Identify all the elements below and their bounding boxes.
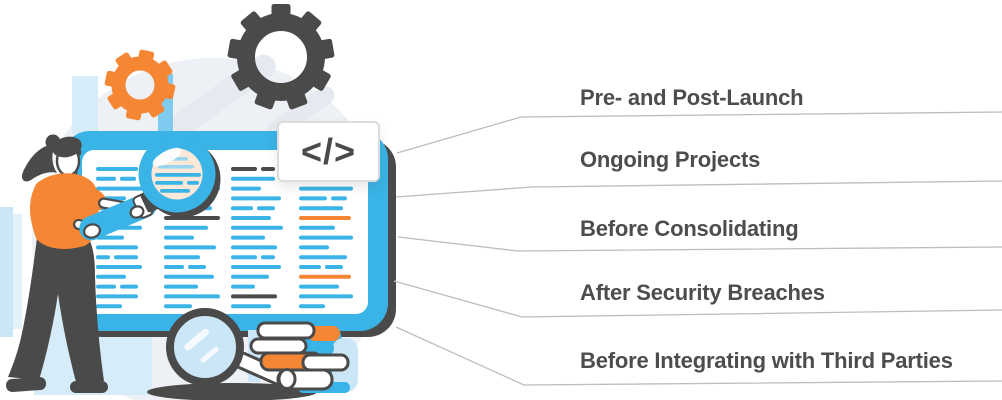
- connector-line: [396, 111, 1002, 154]
- label-ongoing-projects: Ongoing Projects: [580, 147, 761, 172]
- gear-dark-ring: [237, 13, 325, 101]
- connector-line: [393, 280, 1002, 318]
- woman-illustration: [6, 134, 136, 393]
- label-before-integrating-third-parties: Before Integrating with Third Parties: [580, 348, 953, 373]
- magnifier-icon-small: [166, 308, 292, 388]
- code-lines: [96, 167, 353, 309]
- books-stack: [249, 321, 350, 393]
- connector-line: [395, 180, 1002, 198]
- connector-line: [397, 236, 1002, 252]
- gear-orange-ring: [111, 56, 169, 114]
- connector-line: [395, 326, 1002, 386]
- label-before-consolidating: Before Consolidating: [580, 216, 799, 241]
- ground-shadow: [147, 383, 317, 400]
- label-after-security-breaches: After Security Breaches: [580, 280, 825, 305]
- magnifier-icon-large: [79, 135, 221, 241]
- code-icon: </>: [300, 130, 357, 172]
- connector-lines: [393, 111, 1002, 386]
- label-pre-and-post-launch: Pre- and Post-Launch: [580, 85, 804, 110]
- desk-items: [147, 308, 350, 400]
- code-badge: </>: [277, 121, 380, 182]
